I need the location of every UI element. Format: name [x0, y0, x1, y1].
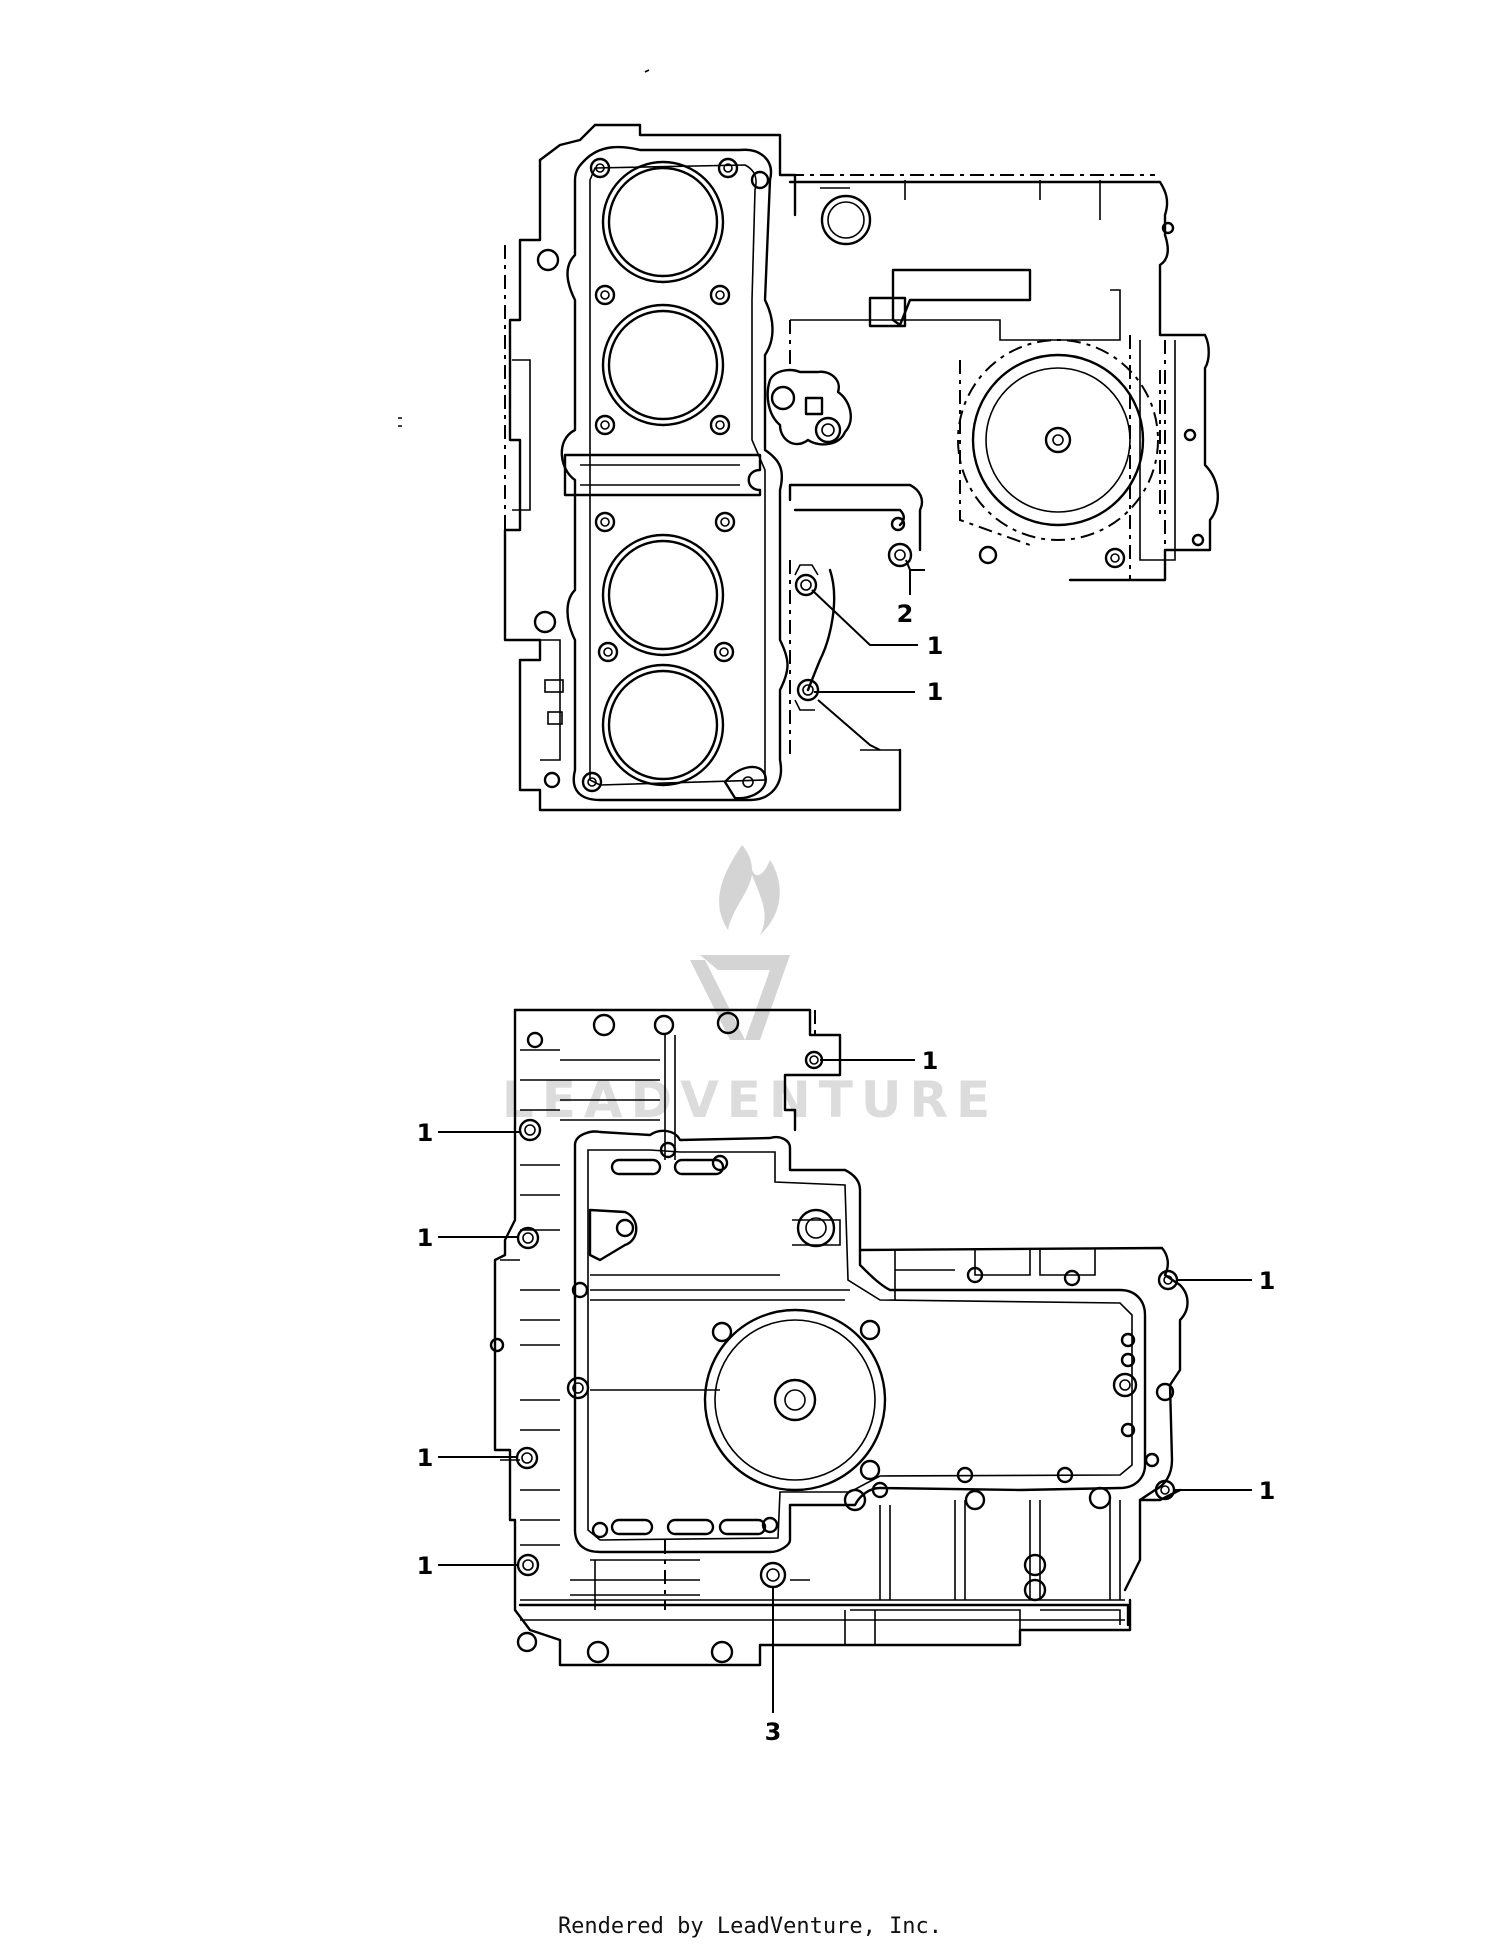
- watermark: LEADVENTURE: [502, 845, 990, 1129]
- oil-plug-3: [759, 1561, 787, 1589]
- upper-callout-leaders: [811, 559, 925, 751]
- callout-label-3: 3: [765, 1718, 782, 1746]
- footer-credit: Rendered by LeadVenture, Inc.: [557, 1914, 943, 1939]
- dowel-pin-2: [887, 542, 913, 568]
- watermark-chevron-icon: [700, 955, 790, 1040]
- lower-crankcase: [489, 1008, 1189, 1667]
- dowel-lower-left4: [516, 1553, 540, 1577]
- dowel-pin-1a: [794, 573, 818, 597]
- dowel-lower-top: [804, 1050, 824, 1070]
- callout-label-1: 1: [417, 1444, 434, 1472]
- callout-label-1: 1: [927, 678, 944, 706]
- cylinder-bore-3: [601, 533, 725, 657]
- callout-label-2: 2: [897, 600, 914, 628]
- dowel-lower-left2: [516, 1226, 540, 1250]
- upper-crankcase: [503, 123, 1219, 812]
- callout-label-1: 1: [417, 1119, 434, 1147]
- dowel-lower-left3: [515, 1446, 539, 1470]
- cylinder-bore-2: [601, 303, 725, 427]
- callout-label-1: 1: [1259, 1267, 1276, 1295]
- callout-label-1: 1: [417, 1552, 434, 1580]
- lower-callout-leaders: [438, 1059, 1252, 1713]
- callout-label-1: 1: [417, 1224, 434, 1252]
- callout-label-1: 1: [927, 632, 944, 660]
- cylinder-bore-4: [601, 663, 725, 787]
- callout-label-1: 1: [1259, 1477, 1276, 1505]
- callout-label-1: 1: [922, 1047, 939, 1075]
- cylinder-bore-1: [601, 160, 725, 284]
- dowel-lower-left1: [518, 1118, 542, 1142]
- dowel-pin-1b: [796, 678, 820, 702]
- watermark-flame-icon: [719, 845, 780, 935]
